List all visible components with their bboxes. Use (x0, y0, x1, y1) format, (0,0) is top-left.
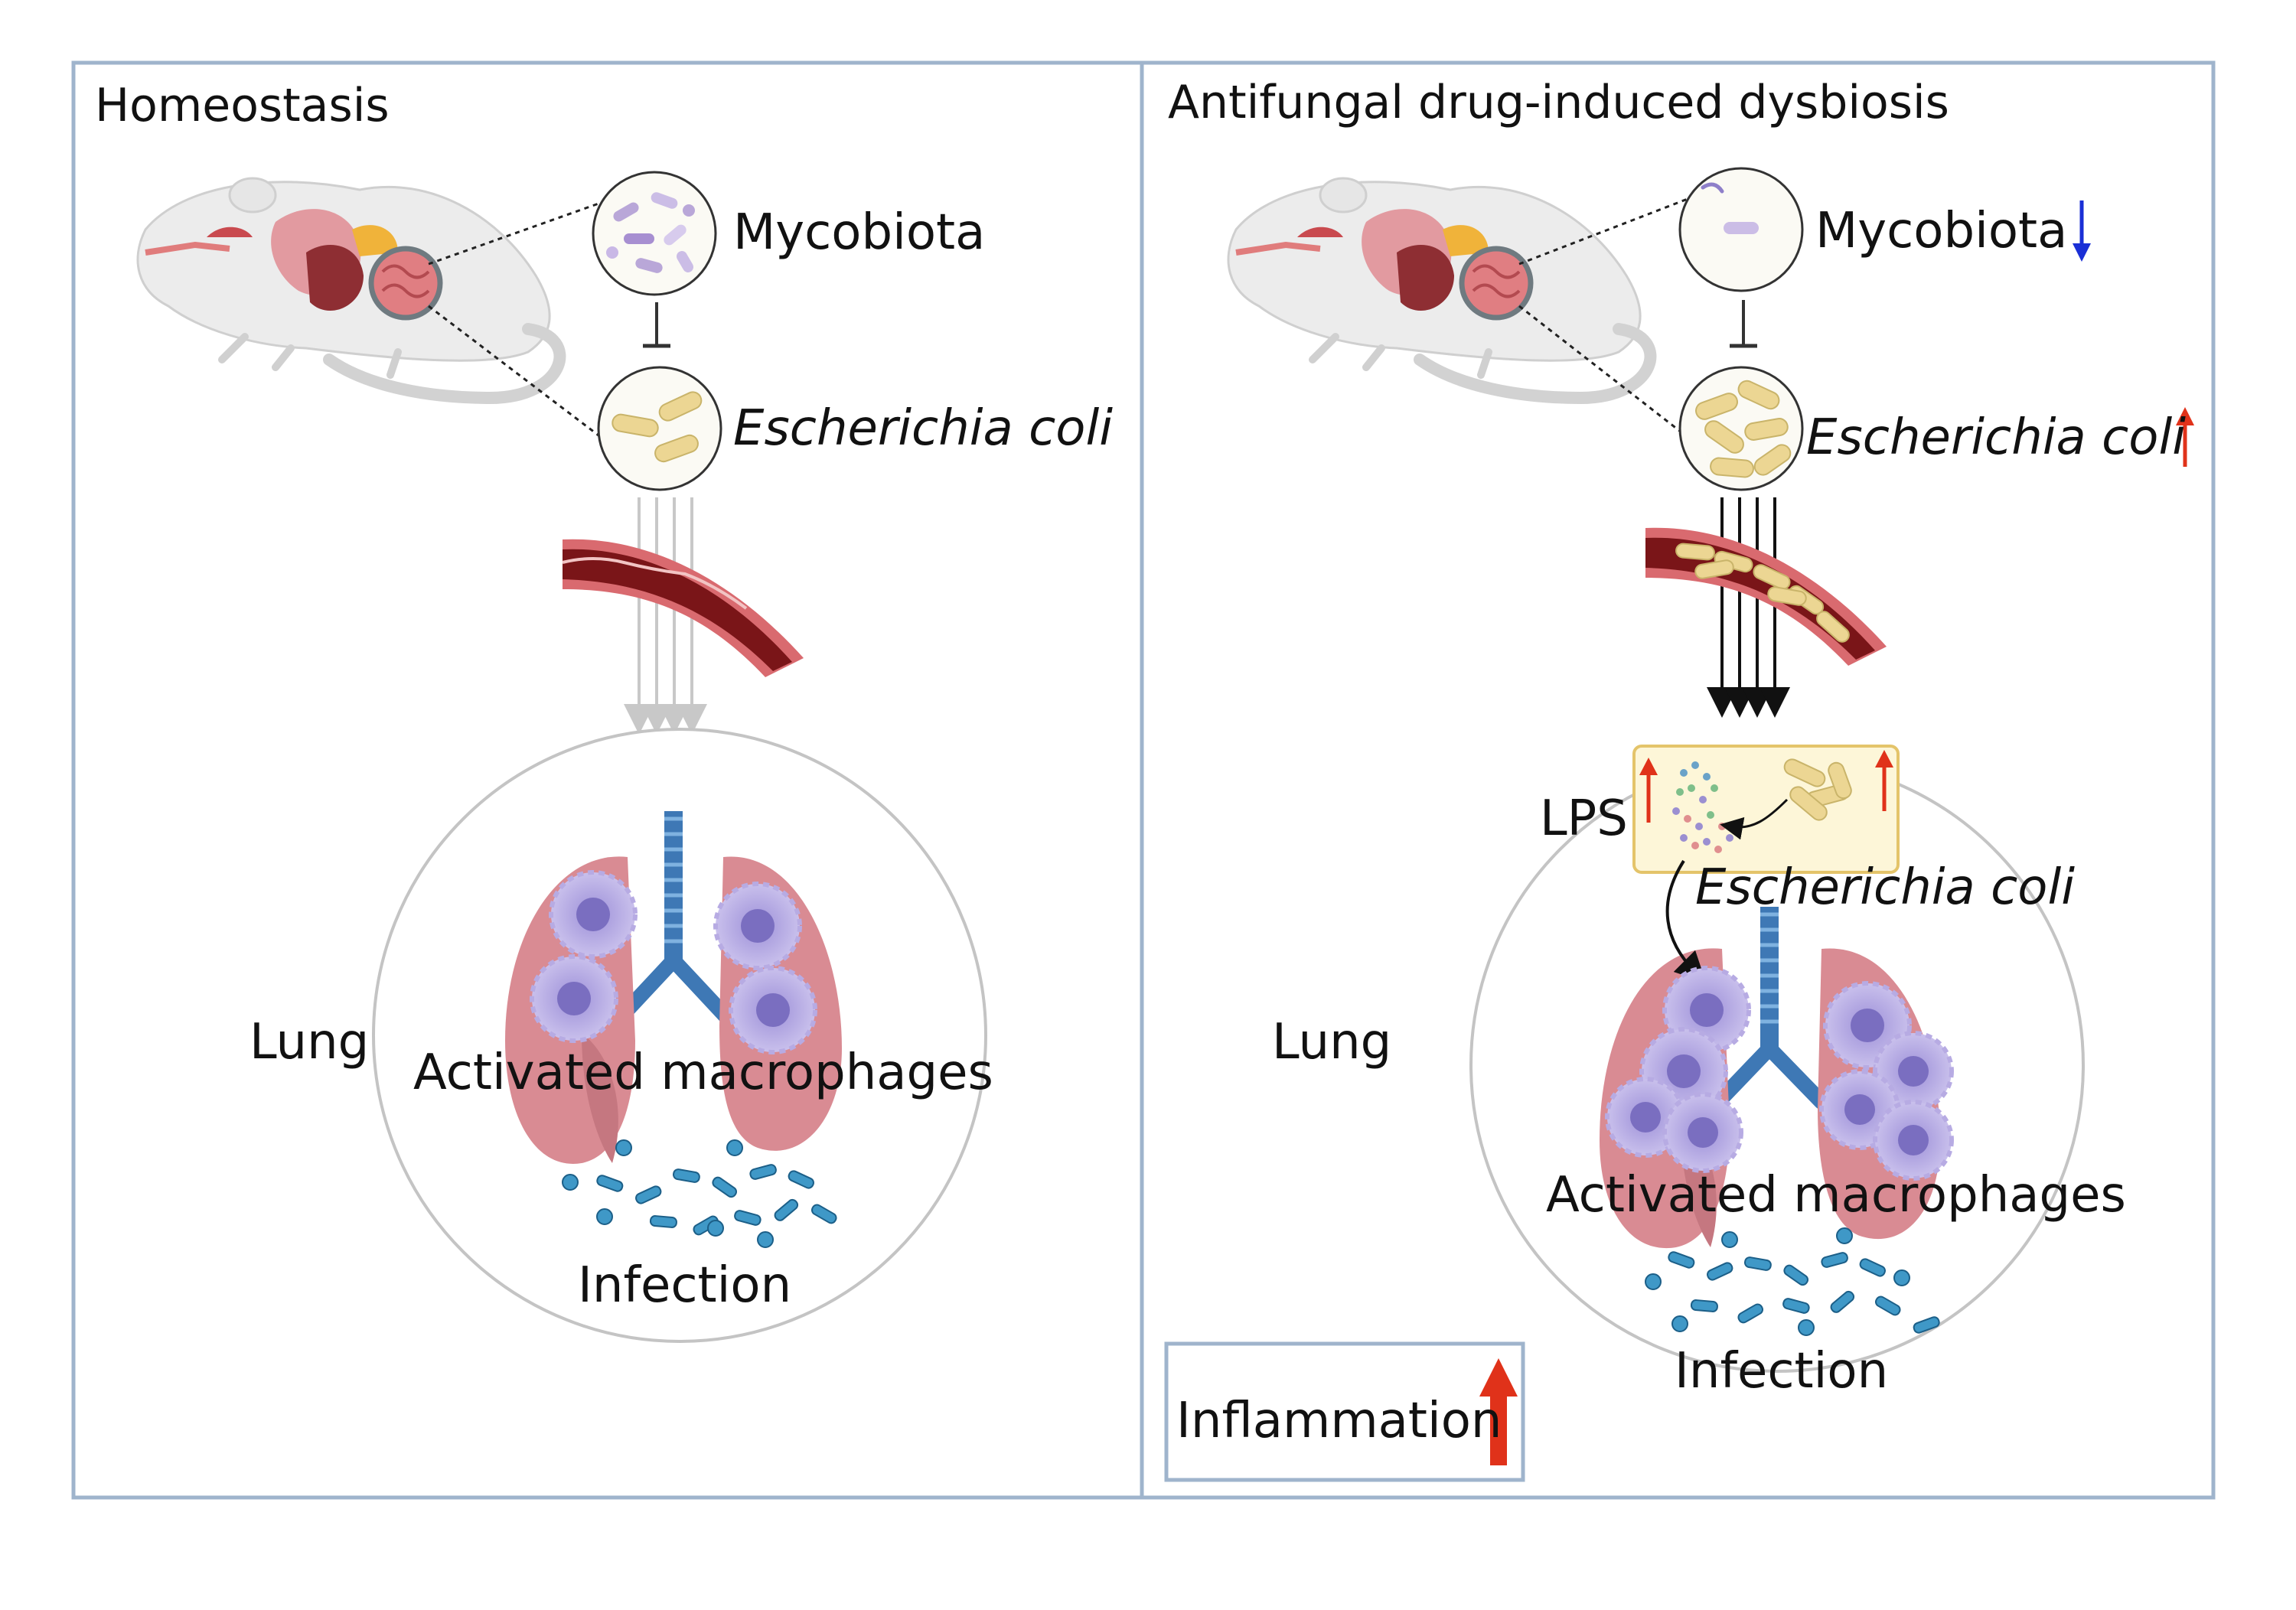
mycobiota-down-arrow (2073, 200, 2091, 262)
right-panel-frame (1140, 60, 2216, 1500)
blood-vessel-right (1645, 527, 1887, 666)
ecoli-circle-right (1678, 366, 1804, 491)
inflammation-box (1164, 1341, 1525, 1482)
mouse-illustration-right (1227, 177, 1657, 405)
ecoli-circle-left (597, 366, 722, 491)
inflammation-label: Inflammation (1176, 1393, 1502, 1449)
left-panel-title: Homeostasis (95, 79, 390, 132)
bacteria-left (562, 1139, 837, 1248)
left-mycobiota-label: Mycobiota (733, 204, 986, 261)
lps-up-arrow (1639, 758, 1658, 823)
left-macrophages-label: Activated macrophages (413, 1045, 993, 1101)
macrophages-right (1605, 966, 1954, 1181)
left-infection-label: Infection (578, 1257, 792, 1314)
mycobiota-circle-left (592, 171, 717, 296)
lps-label: LPS (1540, 790, 1628, 847)
lps-ecoli-box (1632, 745, 1900, 874)
right-mycobiota-label: Mycobiota (1815, 203, 2068, 259)
bacteria-right (1645, 1227, 1940, 1336)
lps-to-lung-arrow (1665, 859, 1707, 983)
mouse-illustration-left (136, 177, 566, 405)
blood-vessel-left (562, 539, 804, 677)
left-ecoli-label: Escherichia coli (733, 400, 1113, 457)
right-lung-label: Lung (1272, 1014, 1392, 1071)
right-ecoli-lung-label: Escherichia coli (1695, 859, 2075, 916)
left-lung-label: Lung (249, 1014, 370, 1071)
mycobiota-circle-right (1678, 167, 1804, 292)
ecoli-box-up-arrow (1875, 750, 1893, 811)
right-panel-title: Antifungal drug-induced dysbiosis (1168, 76, 1949, 129)
right-ecoli-label: Escherichia coli (1806, 409, 2186, 466)
lung-circle-left (372, 728, 987, 1343)
ecoli-up-arrow (2176, 407, 2194, 467)
right-macrophages-label: Activated macrophages (1546, 1167, 2126, 1224)
inflammation-up-arrow (1479, 1358, 1518, 1465)
right-infection-label: Infection (1675, 1343, 1889, 1400)
